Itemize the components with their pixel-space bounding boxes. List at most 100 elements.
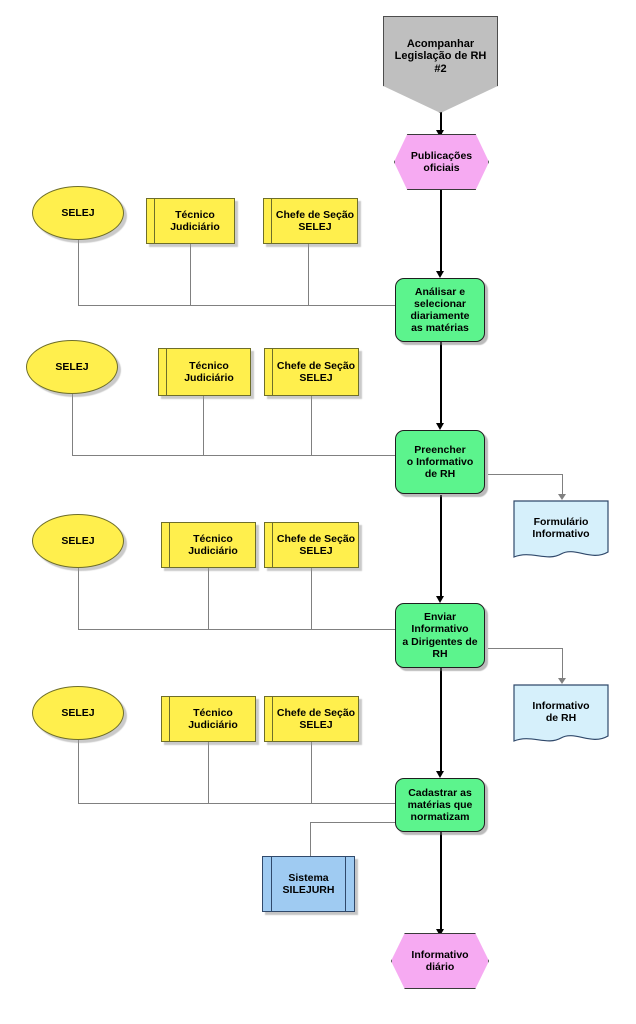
arrowhead-process3	[436, 596, 444, 603]
connector-row1-chefe	[308, 244, 309, 306]
arrowhead-process1	[436, 271, 444, 278]
role-chefe-2-line2: SELEJ	[299, 372, 333, 384]
role-box-tecnico-judiciario-2[interactable]: Técnico Judiciário	[158, 348, 251, 396]
node-process3-line1: Enviar	[423, 611, 457, 624]
role-tecnico-2-line1: Técnico	[189, 359, 229, 372]
node-process2-line2: o Informativo	[406, 455, 474, 468]
connector-row3-tecnico	[208, 568, 209, 630]
node-start-acompanhar-legislacao[interactable]: Acompanhar Legislação de RH #2	[383, 16, 498, 113]
role-tecnico-4-line1: Técnico	[193, 706, 233, 719]
role-chefe-1-line1: Chefe de Seção	[275, 208, 355, 221]
node-process4-line3: normatizam	[410, 811, 470, 824]
role-box-chefe-secao-selej-2[interactable]: Chefe de Seção SELEJ	[264, 348, 359, 396]
role-ellipse-selej-3[interactable]: SELEJ	[32, 514, 124, 568]
document-shape-icon	[513, 500, 609, 558]
node-event-informativo-diario[interactable]: Informativo diário	[391, 933, 489, 989]
role-tecnico-1-line1: Técnico	[175, 208, 215, 221]
role-chefe-2-line1: Chefe de Seção	[276, 359, 356, 372]
role-ellipse-selej-2[interactable]: SELEJ	[26, 340, 118, 394]
connector-row3-bus	[78, 629, 396, 630]
connector-process4-to-system-v	[310, 822, 311, 857]
role-ellipse-selej-2-label: SELEJ	[55, 360, 89, 373]
node-trigger-line2: oficiais	[423, 162, 460, 174]
node-end-line1: Informativo	[411, 948, 469, 961]
flow-trigger-to-process1	[440, 190, 442, 274]
node-process-cadastrar-materias[interactable]: Cadastrar as matérias que normatizam	[395, 778, 485, 832]
node-start-line2: Legislação de RH	[394, 50, 487, 63]
role-ellipse-selej-4-label: SELEJ	[61, 706, 95, 719]
node-process-enviar-informativo-dirigentes[interactable]: Enviar Informativo a Dirigentes de RH	[395, 603, 485, 668]
node-system-line2: SILEJURH	[282, 884, 335, 896]
arrowhead-doc2	[558, 678, 566, 684]
node-process3-line2: Informativo	[411, 623, 469, 636]
role-chefe-1-line2: SELEJ	[298, 221, 332, 233]
node-event-publicacoes-oficiais[interactable]: Publicações oficiais	[394, 134, 489, 190]
role-chefe-3-line2: SELEJ	[299, 545, 333, 557]
node-process2-line1: Preencher	[414, 443, 466, 456]
node-process1-line3: diariamente	[410, 310, 470, 322]
connector-row2-selej	[72, 394, 73, 456]
node-process1-line4: as matérias	[411, 322, 469, 335]
node-process3-line4: RH	[432, 647, 448, 660]
connector-process2-to-doc1-h	[488, 474, 563, 475]
connector-row1-tecnico	[190, 244, 191, 306]
node-document-informativo-de-rh[interactable]: Informativo de RH	[513, 684, 609, 748]
node-end-line2: diário	[425, 961, 455, 973]
arrowhead-end	[436, 929, 444, 936]
node-process2-line3: de RH	[424, 468, 456, 481]
flow-process4-to-end	[440, 832, 442, 932]
connector-row4-selej	[78, 740, 79, 804]
node-process4-line2: matérias que	[407, 798, 473, 811]
role-tecnico-4-line2: Judiciário	[188, 719, 238, 731]
role-box-tecnico-judiciario-3[interactable]: Técnico Judiciário	[161, 522, 256, 568]
connector-row2-bus	[72, 455, 396, 456]
role-box-tecnico-judiciario-4[interactable]: Técnico Judiciário	[161, 696, 256, 742]
arrowhead-process2	[436, 423, 444, 430]
role-ellipse-selej-1-label: SELEJ	[61, 206, 95, 219]
connector-process4-to-system-h	[310, 822, 397, 823]
node-process3-line3: a Dirigentes de	[402, 635, 478, 648]
arrowhead-doc1	[558, 494, 566, 500]
role-tecnico-3-line2: Judiciário	[188, 545, 238, 557]
document-shape-icon	[513, 684, 609, 742]
connector-row4-bus	[78, 803, 396, 804]
flow-process2-to-process3	[440, 495, 442, 599]
node-process-analisar-selecionar[interactable]: Análisar e selecionar diariamente as mat…	[395, 278, 485, 342]
connector-row4-chefe	[311, 742, 312, 804]
connector-row1-bus	[78, 305, 396, 306]
role-ellipse-selej-1[interactable]: SELEJ	[32, 186, 124, 240]
role-box-tecnico-judiciario-1[interactable]: Técnico Judiciário	[146, 198, 235, 244]
arrowhead-trigger	[436, 130, 444, 137]
node-start-line3: #2	[434, 62, 447, 75]
node-system-silejurh[interactable]: Sistema SILEJURH	[262, 856, 355, 912]
role-box-chefe-secao-selej-1[interactable]: Chefe de Seção SELEJ	[263, 198, 358, 244]
role-tecnico-2-line2: Judiciário	[184, 372, 234, 384]
role-box-chefe-secao-selej-3[interactable]: Chefe de Seção SELEJ	[264, 522, 359, 568]
connector-row4-tecnico	[208, 742, 209, 804]
role-ellipse-selej-3-label: SELEJ	[61, 534, 95, 547]
connector-process2-to-doc1-v	[562, 474, 563, 498]
role-box-chefe-secao-selej-4[interactable]: Chefe de Seção SELEJ	[264, 696, 359, 742]
node-doc1-line2: Informativo	[532, 528, 590, 540]
node-start-line1: Acompanhar	[406, 37, 475, 50]
node-process1-line1: Análisar e	[414, 285, 466, 298]
node-system-line1: Sistema	[288, 871, 329, 884]
role-tecnico-1-line2: Judiciário	[170, 221, 220, 233]
arrowhead-process4	[436, 771, 444, 778]
node-doc2-line2: de RH	[545, 712, 577, 724]
connector-process3-to-doc2-h	[488, 648, 563, 649]
connector-row2-tecnico	[203, 396, 204, 456]
flow-process3-to-process4	[440, 668, 442, 774]
role-chefe-3-line1: Chefe de Seção	[276, 532, 356, 545]
connector-row1-selej	[78, 240, 79, 306]
role-chefe-4-line2: SELEJ	[299, 719, 333, 731]
node-process-preencher-informativo[interactable]: Preencher o Informativo de RH	[395, 430, 485, 494]
connector-row3-chefe	[311, 568, 312, 630]
node-process1-line2: selecionar	[414, 297, 466, 310]
node-document-formulario-informativo[interactable]: Formulário Informativo	[513, 500, 609, 564]
flow-start-to-trigger	[440, 112, 442, 134]
node-trigger-line1: Publicações	[410, 149, 473, 162]
role-ellipse-selej-4[interactable]: SELEJ	[32, 686, 124, 740]
role-tecnico-3-line1: Técnico	[193, 532, 233, 545]
